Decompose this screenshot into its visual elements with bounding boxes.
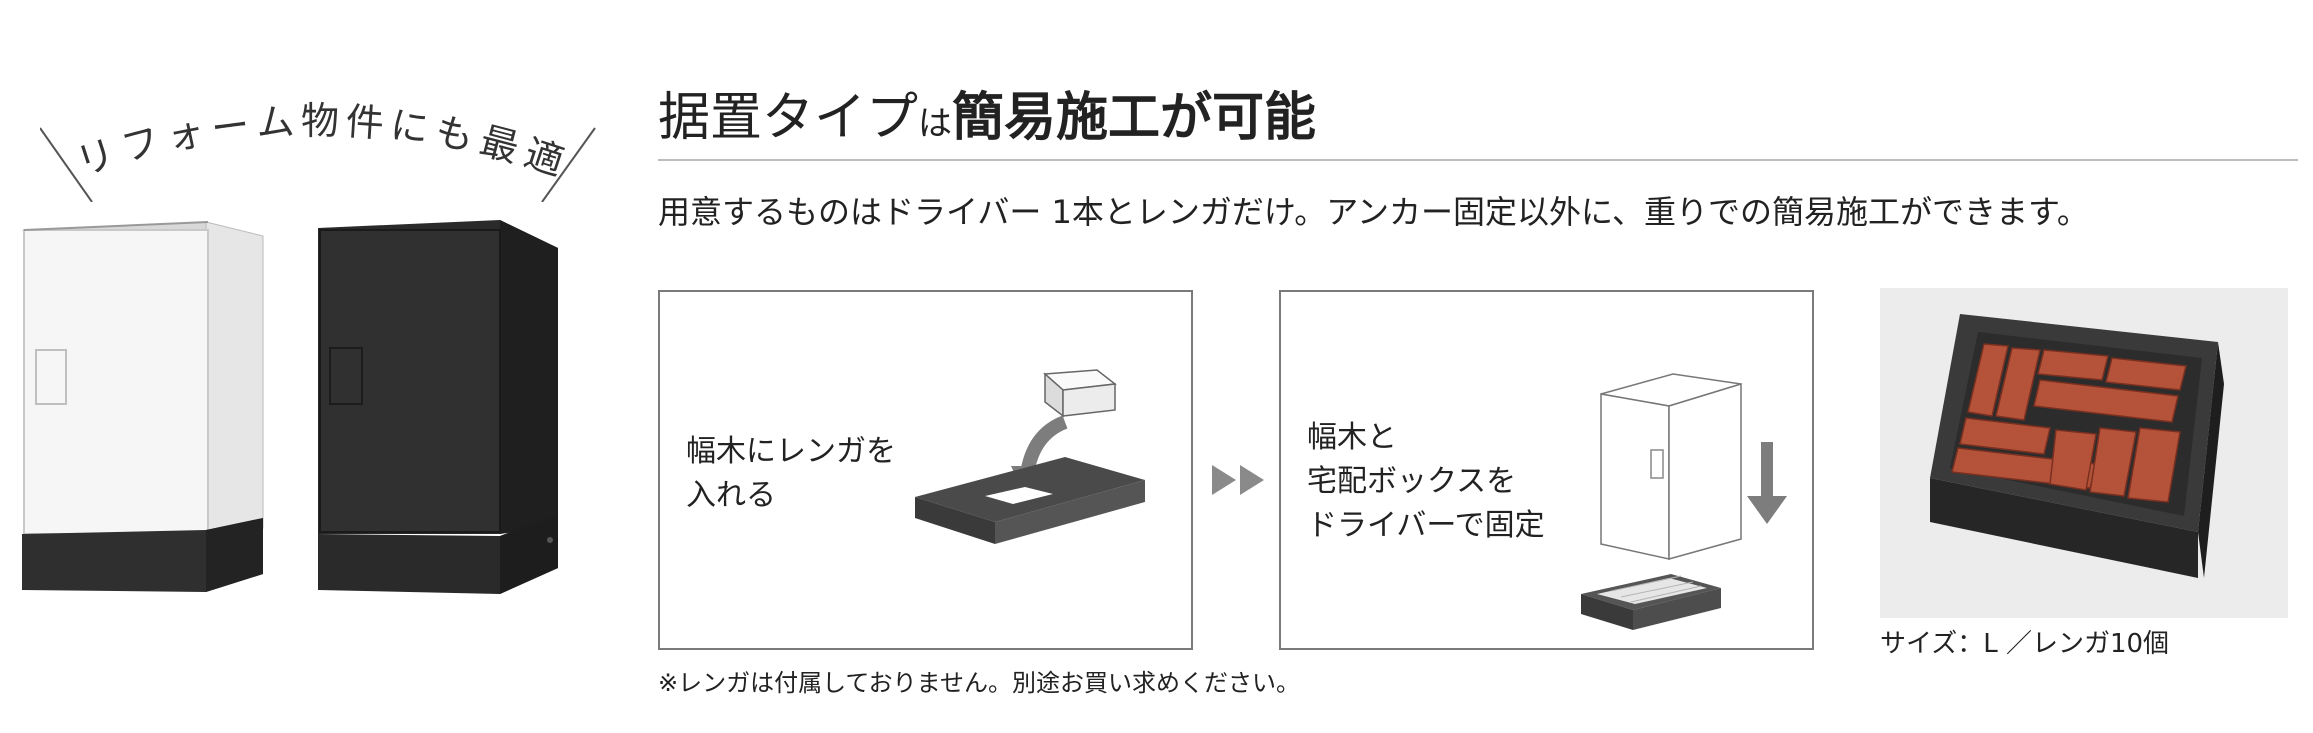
title-particle: は [918, 104, 953, 144]
down-arrow-icon [1747, 496, 1787, 524]
brick-base-photo [1880, 288, 2288, 618]
tagline-arc: リフォーム物件にも最適 [40, 99, 596, 202]
step-2-panel: 幅木と 宅配ボックスを ドライバーで固定 [1279, 290, 1814, 650]
tagline-slash-right [541, 127, 596, 202]
photo-caption: サイズ：L ／レンガ10個 [1880, 629, 2170, 659]
brick-note: ※レンガは付属しておりません。別途お買い求めください。 [658, 669, 1300, 697]
tagline-char: も [432, 109, 478, 159]
step-2-text: 幅木と 宅配ボックスを ドライバーで固定 [1307, 416, 1545, 548]
step-1-panel: 幅木にレンガを 入れる [658, 290, 1193, 650]
tagline-char: リ [71, 131, 121, 185]
step-2-line-2: 宅配ボックスを [1307, 464, 1517, 499]
next-step-arrows-icon [1212, 465, 1264, 495]
title-part1: 据置タイプ [658, 88, 919, 148]
tagline-char: 物 [301, 99, 339, 143]
description: 用意するものはドライバー 1本とレンガだけ。アンカー固定以外に、重りでの簡易施工… [658, 193, 2089, 231]
tagline-char: 件 [344, 99, 385, 145]
bricks [1951, 343, 2187, 503]
tagline-slash-left [40, 127, 93, 202]
brick-base-image [1930, 314, 2224, 578]
tagline-char: に [388, 103, 431, 152]
dark-mailbox [318, 220, 558, 594]
tagline-char: ォ [163, 109, 209, 159]
step-1-text: 幅木にレンガを 入れる [686, 430, 896, 518]
tagline-char: ム [255, 99, 296, 145]
white-mailbox [22, 221, 264, 592]
tagline-char: フ [117, 118, 165, 170]
step-2-line-1: 幅木と [1307, 420, 1397, 455]
page-title: 据置タイプは簡易施工が可能 [658, 88, 1316, 154]
step-2-line-3: ドライバーで固定 [1307, 508, 1545, 543]
step-1-line-2: 入れる [686, 478, 776, 513]
step-1-line-1: 幅木にレンガを [686, 434, 896, 469]
box-fix-illustration [1581, 373, 1787, 630]
title-part2: 簡易施工が可能 [952, 88, 1317, 148]
product-pair [22, 220, 558, 594]
tagline-char: 最 [475, 118, 523, 170]
dark-door-handle [329, 347, 363, 405]
brick-insert-illustration [915, 369, 1145, 544]
white-door-handle [35, 349, 67, 405]
tagline-char: ー [209, 103, 252, 152]
title-divider [658, 159, 2298, 161]
